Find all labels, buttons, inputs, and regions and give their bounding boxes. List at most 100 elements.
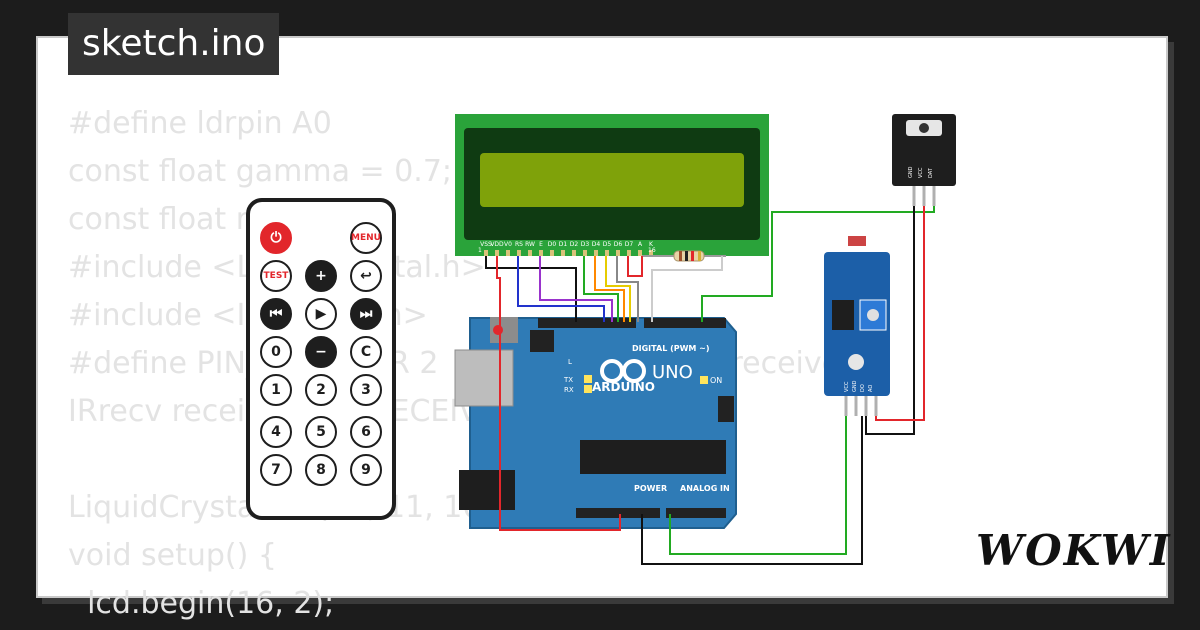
wire-d6 (605, 256, 631, 322)
lcd-pin-label: D0 (548, 241, 557, 248)
lcd-pin-d5[interactable] (605, 250, 609, 256)
digit-5-button[interactable]: 5 (305, 416, 337, 448)
arduino-brand-label: ARDUINO (592, 380, 655, 394)
digital-header-label: DIGITAL (PWM ~) (632, 344, 710, 353)
digit-9-button[interactable]: 9 (350, 454, 382, 486)
analog-header-label: ANALOG IN (680, 484, 730, 493)
plus-button[interactable]: + (305, 260, 337, 292)
lcd-pin-label: D4 (592, 241, 601, 248)
lcd-pin-label: D6 (614, 241, 623, 248)
ir-receiver[interactable]: GND VCC DAT (892, 114, 956, 206)
ldr-pin-ao-label: AO (868, 385, 874, 392)
back-button[interactable]: ↩ (350, 260, 382, 292)
c-button[interactable]: C (350, 336, 382, 368)
lcd-pin-number: 16 (648, 247, 656, 254)
lcd-pin-rw[interactable] (528, 250, 532, 256)
lcd-pin-d1[interactable] (561, 250, 565, 256)
ir-pin-vcc-label: VCC (918, 167, 924, 178)
lcd-pin-label: E (539, 241, 543, 248)
wire-ldr-gnd (641, 416, 863, 565)
sketch-filename-tab[interactable]: sketch.ino (68, 13, 280, 75)
lcd-pin-vss[interactable] (484, 250, 488, 256)
digit-2-button[interactable]: 2 (305, 374, 337, 406)
next-button[interactable]: ⏭ (350, 298, 382, 330)
wire-e (539, 256, 613, 322)
digit-3-button[interactable]: 3 (350, 374, 382, 406)
wire-backlight (627, 256, 643, 277)
lcd-pin-d6[interactable] (616, 250, 620, 256)
play-button[interactable]: ▶ (305, 298, 337, 330)
lcd-pin-label: D7 (625, 241, 634, 248)
power-jack (459, 470, 515, 510)
tx-led-label: TX (563, 376, 573, 384)
lcd-pin-d2[interactable] (572, 250, 576, 256)
l-led-label: L (568, 358, 572, 366)
code-line: lcd.begin(16, 2); (68, 586, 335, 621)
digit-8-button[interactable]: 8 (305, 454, 337, 486)
lcd-pin-k[interactable] (649, 250, 653, 256)
rx-led-label: RX (564, 386, 574, 394)
on-led-label: ON (710, 376, 722, 385)
lcd-pin-label: VSS (480, 241, 492, 248)
wire-rs (517, 256, 605, 322)
lcd-pin-e[interactable] (539, 250, 543, 256)
lcd-pin-label: D1 (559, 241, 568, 248)
lcd-pin-d7[interactable] (627, 250, 631, 256)
wire-resistor (651, 256, 723, 322)
lcd-pin-d4[interactable] (594, 250, 598, 256)
digit-7-button[interactable]: 7 (260, 454, 292, 486)
reset-button (493, 325, 503, 335)
lcd-pin-v0[interactable] (506, 250, 510, 256)
lcd-pin-label: RW (525, 241, 535, 248)
wires (485, 206, 935, 565)
menu-button[interactable]: MENU (350, 222, 382, 254)
lcd-pin-number: 1 (478, 247, 482, 254)
lcd-pin-a[interactable] (638, 250, 642, 256)
ir-pin-dat-label: DAT (928, 167, 934, 178)
ldr-sensor-module[interactable]: VCC GND DO AO (824, 236, 890, 416)
lcd-pin-rs[interactable] (517, 250, 521, 256)
atmega-chip (580, 440, 726, 474)
digit-1-button[interactable]: 1 (260, 374, 292, 406)
wire-d4 (583, 256, 619, 322)
usb-connector (454, 349, 514, 407)
minus-button[interactable]: − (305, 336, 337, 368)
lcd-pin-label: VDD (490, 241, 504, 248)
power-button[interactable]: ⏻ (260, 222, 292, 254)
wire-d5 (594, 256, 625, 322)
lcd-pin-d0[interactable] (550, 250, 554, 256)
digit-4-button[interactable]: 4 (260, 416, 292, 448)
power-header-label: POWER (634, 484, 667, 493)
wire-vcc (496, 256, 621, 531)
code-line: const float gamma = 0.7; (68, 154, 453, 189)
resistor[interactable] (642, 250, 726, 262)
lcd-pin-d3[interactable] (583, 250, 587, 256)
lcd-pin-vdd[interactable] (495, 250, 499, 256)
digit-0-button[interactable]: 0 (260, 336, 292, 368)
prev-button[interactable]: ⏮ (260, 298, 292, 330)
wire-ir-signal (701, 206, 935, 322)
lcd-pin-label: K (649, 241, 654, 248)
digit-6-button[interactable]: 6 (350, 416, 382, 448)
ir-pin-gnd-label: GND (908, 166, 914, 178)
code-line: #define ldrpin A0 (68, 106, 332, 141)
lcd-pin-label: D3 (581, 241, 590, 248)
test-button[interactable]: TEST (260, 260, 292, 292)
lcd-pin-label: RS (515, 241, 523, 248)
arduino-uno-board[interactable]: ARDUINO UNO DIGITAL (PWM ~) POWER ANALOG… (454, 317, 737, 529)
wire-ldr-ao (669, 416, 847, 555)
lcd-pin-label: D2 (570, 241, 579, 248)
wire-d7 (616, 256, 639, 322)
lcd-pin-label: V0 (504, 241, 512, 248)
wire-gnd (485, 256, 577, 322)
wire-ir-vcc (875, 206, 925, 421)
ldr-pin-gnd-label: GND (852, 380, 858, 392)
wire-ir-gnd (865, 206, 915, 435)
lcd-pin-label: D5 (603, 241, 612, 248)
ldr-pin-vcc-label: VCC (844, 381, 850, 392)
code-line: void setup() { (68, 538, 277, 573)
ldr-pin-do-label: DO (860, 384, 866, 392)
